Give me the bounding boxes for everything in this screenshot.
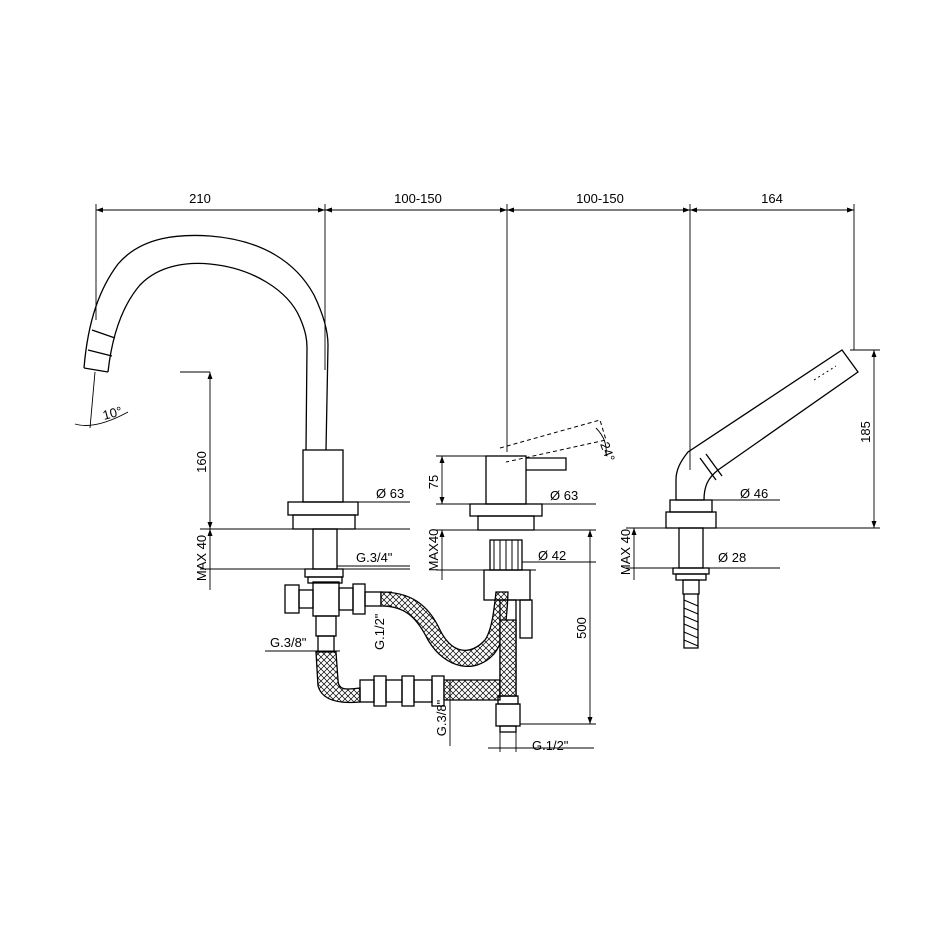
dim-mixer-outlet-thread: G.3/8" (434, 699, 449, 736)
spout-dimensions: 160 MAX 40 Ø 63 G.3/4" (180, 371, 410, 590)
dim-max-deck-spout: MAX 40 (194, 535, 209, 581)
dim-mixer-base-diameter: Ø 63 (550, 488, 578, 503)
dim-mixer-height: 75 (426, 475, 441, 489)
dim-spout-height: 160 (194, 451, 209, 473)
dim-shower-base-diameter: Ø 46 (740, 486, 768, 501)
dim-max-deck-mixer: MAX40 (426, 529, 441, 572)
spout-fittings: G.1/2" G.3/8" (265, 581, 509, 707)
dim-top-spout: 210 (189, 191, 211, 206)
dim-mixer-shank-diameter: Ø 42 (538, 548, 566, 563)
dim-shower-height: 185 (858, 421, 873, 443)
hand-shower (665, 349, 859, 649)
dim-spout-base-diameter: Ø 63 (376, 486, 404, 501)
dim-spout-angle: 10° (101, 403, 124, 423)
top-dimension-chain: 210 100-150 100-150 164 (95, 191, 855, 470)
dim-lever-angle: 24° (597, 440, 618, 464)
dim-top-shower: 164 (761, 191, 783, 206)
dim-max-deck-shower: MAX 40 (618, 529, 633, 575)
dim-spout-thread: G.3/4" (356, 550, 393, 565)
dim-shower-shank-diameter: Ø 28 (718, 550, 746, 565)
dim-spout-inlet-thread: G.3/8" (270, 635, 307, 650)
dim-hose-length: 500 (574, 617, 589, 639)
spout: 10° (74, 234, 359, 584)
dim-top-spacing-1: 100-150 (394, 191, 442, 206)
dim-top-spacing-2: 100-150 (576, 191, 624, 206)
mixer-dimensions: 75 MAX40 Ø 63 Ø 42 500 G.3/8" G.1/2" (426, 455, 596, 753)
shower-dimensions: 185 Ø 46 MAX 40 Ø 28 (618, 349, 880, 580)
dim-mixer-inlet-thread: G.1/2" (532, 738, 569, 753)
dim-spout-hose-thread: G.1/2" (372, 613, 387, 650)
